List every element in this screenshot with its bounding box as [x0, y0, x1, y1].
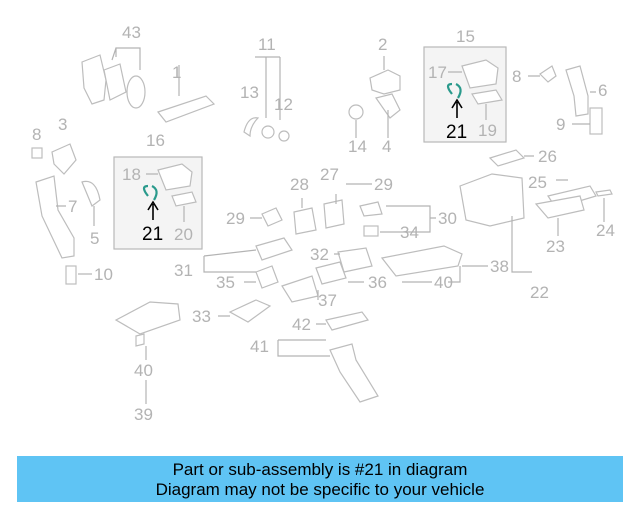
part-43-vents [81, 47, 146, 109]
part-2 [369, 69, 401, 95]
callout-40-left: 40 [134, 361, 153, 380]
callout-22: 22 [530, 283, 549, 302]
callout-33: 33 [192, 307, 211, 326]
part-37 [281, 275, 319, 303]
banner-line-1: Part or sub-assembly is #21 in diagram [172, 460, 468, 479]
part-27 [323, 199, 345, 229]
callout-30: 30 [438, 209, 457, 228]
part-21-highlight-a [446, 82, 462, 99]
part-9 [589, 107, 603, 135]
part-14 [348, 104, 364, 120]
callout-43: 43 [122, 23, 141, 42]
part-23 [534, 195, 585, 219]
callout-8-left: 8 [32, 125, 41, 144]
part-17 [461, 59, 499, 89]
callout-28: 28 [290, 175, 309, 194]
callout-37: 37 [318, 291, 337, 310]
part-34 [363, 225, 379, 237]
callout-41: 41 [250, 337, 269, 356]
part-6 [565, 65, 589, 117]
callout-26: 26 [538, 147, 557, 166]
part-24 [595, 189, 613, 197]
callout-17: 17 [428, 63, 447, 82]
parts-diagram: 43 1 11 13 12 2 14 4 15 17 19 21 8 6 9 8… [31, 23, 615, 424]
callout-9: 9 [556, 115, 565, 134]
callout-19: 19 [478, 121, 497, 140]
part-29-left [261, 207, 283, 227]
callout-31: 31 [174, 261, 193, 280]
part-8-right [539, 65, 557, 83]
callout-13: 13 [240, 83, 259, 102]
part-7 [35, 175, 75, 259]
callout-27: 27 [320, 165, 339, 184]
callout-6: 6 [598, 81, 607, 100]
part-5 [81, 180, 101, 207]
part-21-highlight-b [142, 184, 158, 201]
callout-42: 42 [292, 315, 311, 334]
callout-21-highlight-b: 21 [142, 224, 163, 245]
part-31-vent [255, 237, 293, 261]
callout-14: 14 [348, 137, 367, 156]
callout-29-left: 29 [226, 209, 245, 228]
part-36-a [315, 261, 347, 285]
part-20 [171, 191, 197, 207]
callout-11: 11 [258, 35, 276, 54]
callout-3: 3 [58, 115, 67, 134]
callout-32: 32 [310, 245, 329, 264]
part-11-group [243, 56, 290, 142]
part-26 [488, 149, 526, 167]
part-40-left [135, 333, 145, 347]
callout-8-right: 8 [512, 67, 521, 86]
callout-12: 12 [274, 95, 293, 114]
part-10 [65, 265, 77, 285]
callout-1: 1 [172, 63, 181, 82]
part-22-console [459, 173, 525, 227]
callout-18: 18 [122, 165, 141, 184]
callout-25: 25 [528, 173, 547, 192]
part-8-left [31, 147, 43, 159]
callout-40-right: 40 [434, 273, 453, 292]
callout-21-highlight-a: 21 [446, 122, 467, 143]
part-28 [293, 207, 317, 235]
part-35 [255, 265, 279, 289]
info-banner: Part or sub-assembly is #21 in diagram D… [17, 456, 623, 502]
callout-35: 35 [216, 273, 235, 292]
callout-24: 24 [596, 221, 615, 240]
callout-7: 7 [68, 197, 77, 216]
part-39-tray [114, 301, 181, 335]
part-41-duct [329, 343, 379, 403]
callout-15: 15 [456, 27, 475, 46]
banner-line-2: Diagram may not be specific to your vehi… [155, 480, 485, 499]
callout-29-right: 29 [374, 175, 393, 194]
callout-10: 10 [94, 265, 113, 284]
part-1-trim [156, 95, 216, 123]
callout-23: 23 [546, 237, 565, 256]
callout-2: 2 [378, 35, 387, 54]
part-30-a [359, 201, 383, 217]
part-19 [471, 89, 503, 105]
part-33 [228, 299, 272, 323]
callout-4: 4 [382, 137, 391, 156]
callout-38: 38 [490, 257, 509, 276]
callout-20: 20 [174, 225, 193, 244]
part-3 [51, 143, 77, 175]
callout-39: 39 [134, 405, 153, 424]
callout-16: 16 [146, 131, 165, 150]
part-42 [325, 311, 370, 331]
part-18 [157, 163, 193, 191]
callout-34: 34 [400, 223, 419, 242]
part-38-panel [380, 245, 463, 277]
callout-36: 36 [368, 273, 387, 292]
part-4 [375, 93, 401, 119]
part-32 [337, 247, 373, 273]
callout-5: 5 [90, 229, 99, 248]
